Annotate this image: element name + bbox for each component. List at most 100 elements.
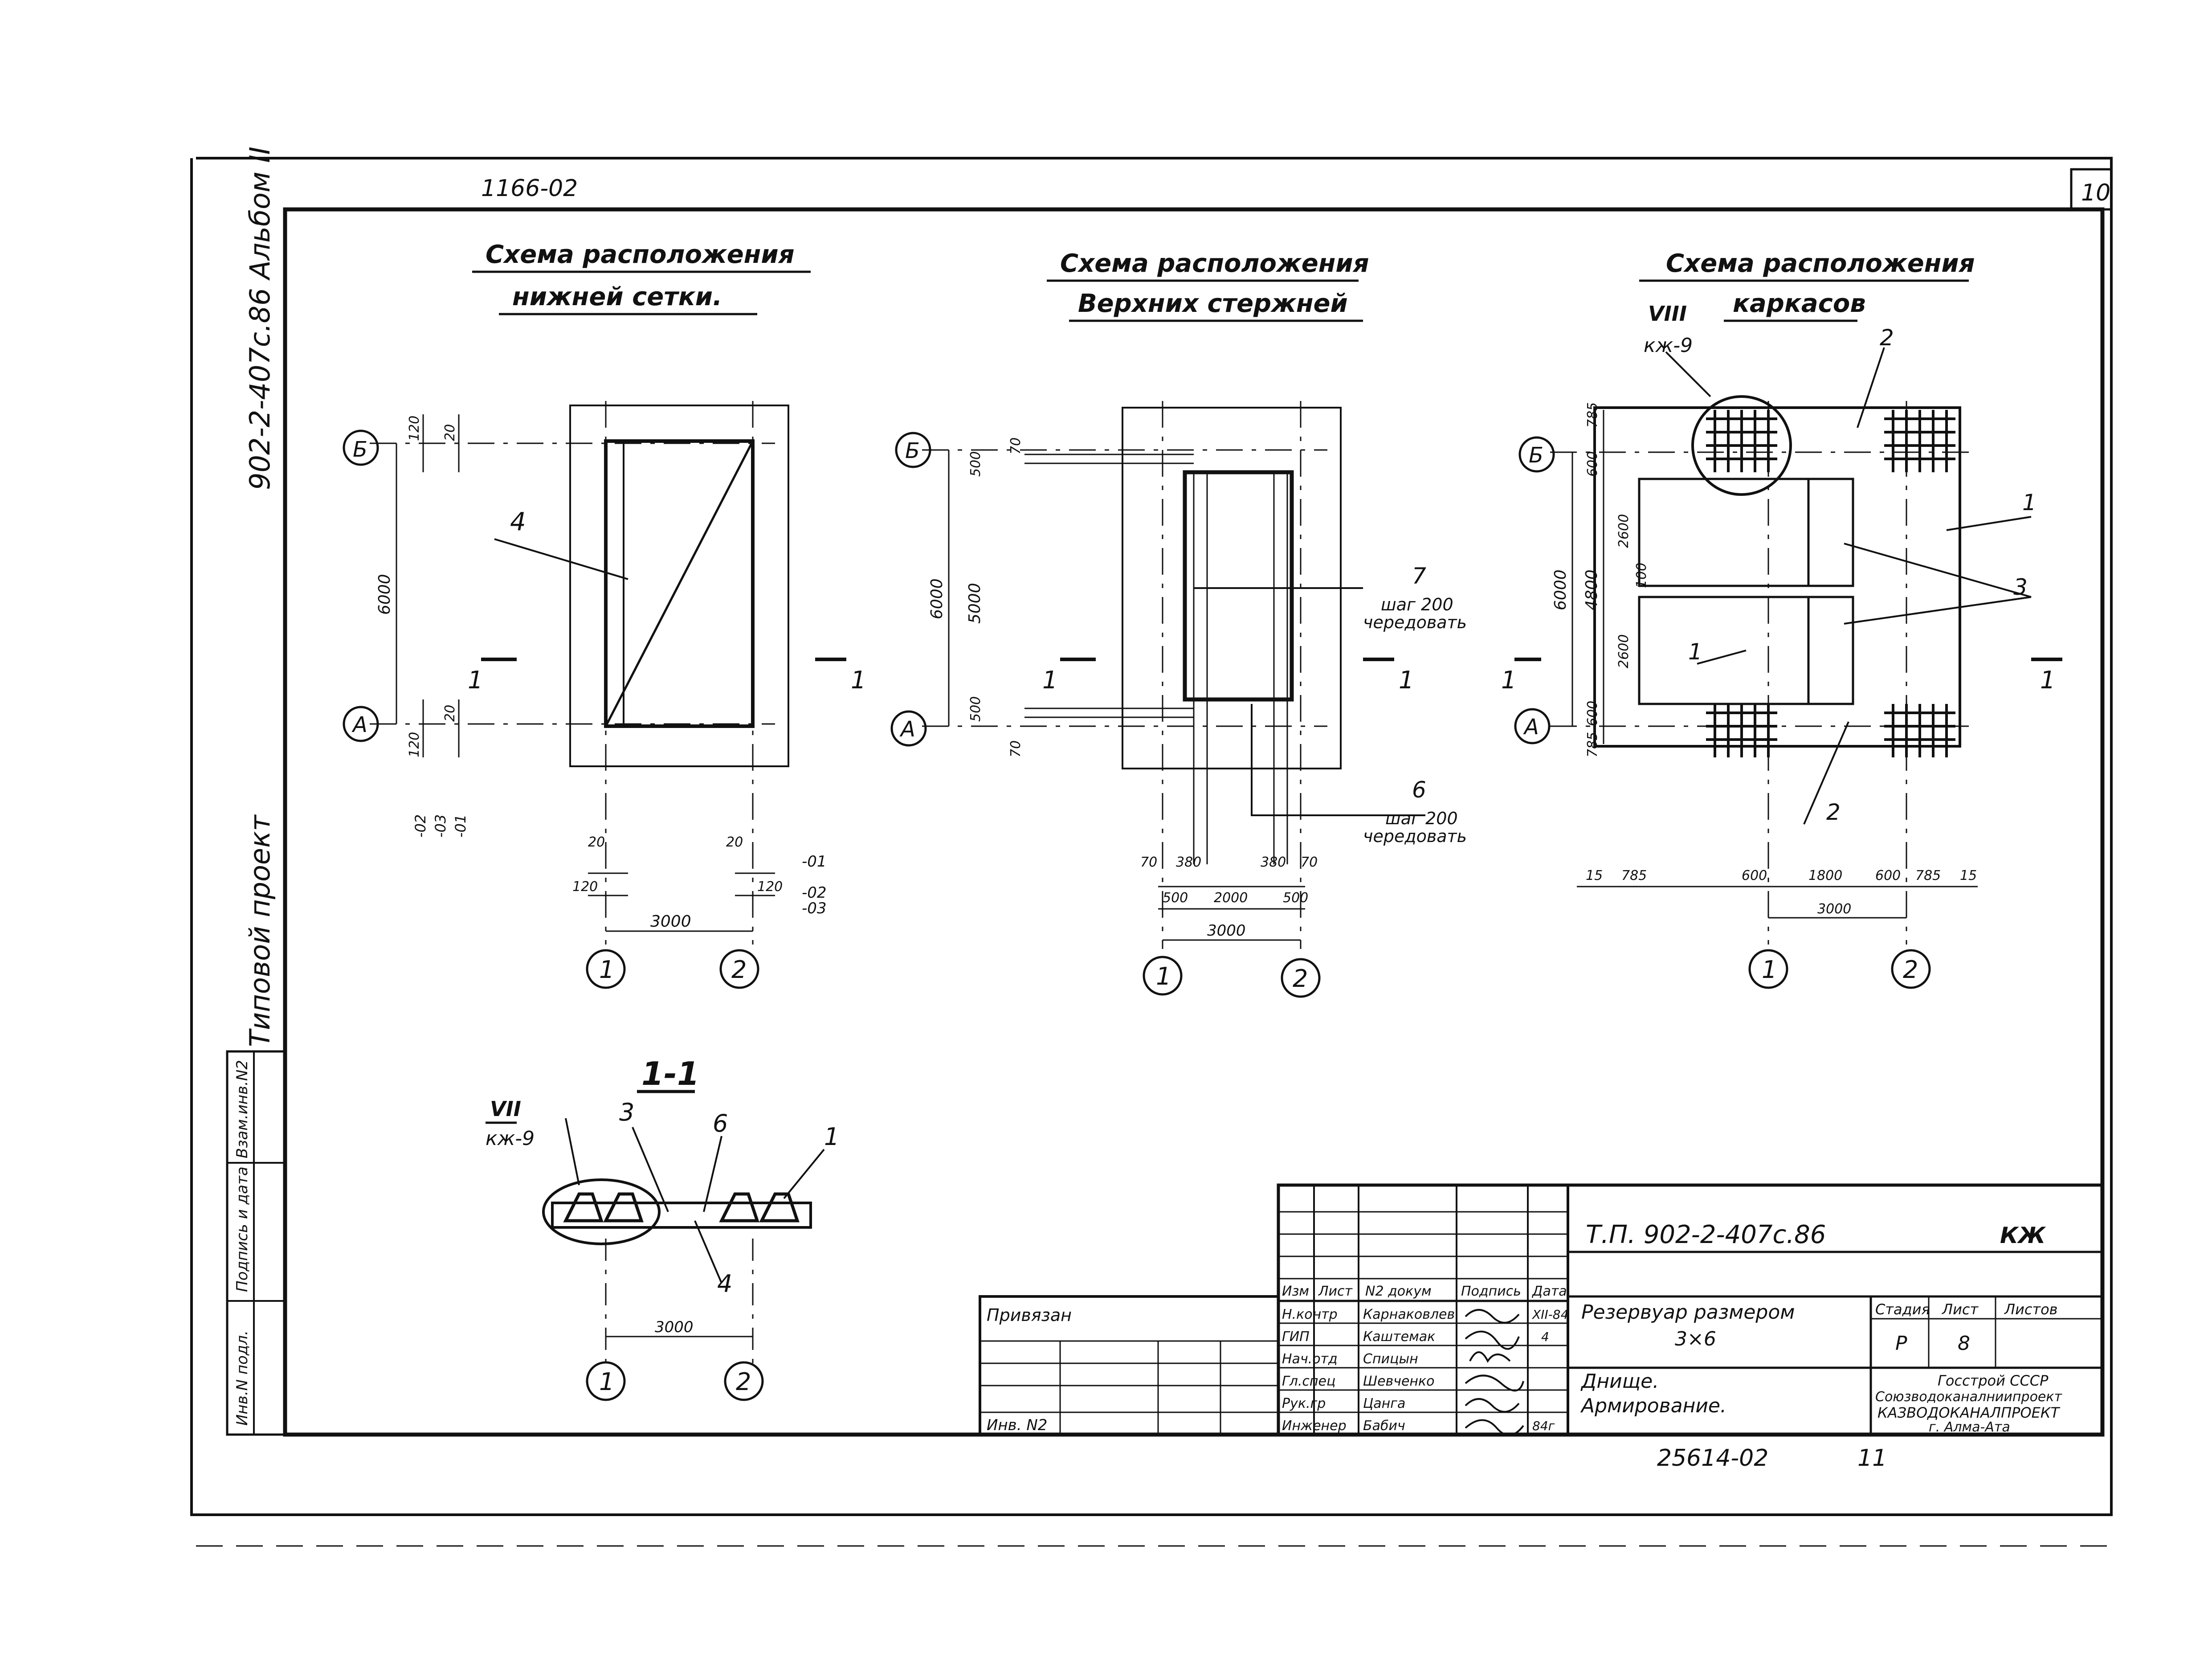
plan1-dim-20-right: 20 (726, 834, 743, 850)
tb-org-line1: Госстрой СССР (1938, 1372, 2049, 1389)
sheet-number: 10 (2081, 180, 2110, 206)
tb-signatures (1465, 1309, 1524, 1436)
plan2-dim-2000: 2000 (1214, 890, 1248, 906)
tb-role-2: ГИП (1282, 1329, 1310, 1345)
plan1-dim-120-right: 120 (757, 879, 783, 895)
plan1-section-right: 1 (851, 666, 866, 694)
plan-upper-bars: Схема расположения Верхних стержней (890, 249, 1425, 998)
plan1-mark-left-2: -03 (432, 814, 449, 838)
plan1-dim-20-bottom: 20 (442, 705, 458, 722)
plan3-axis-b: Б (1529, 443, 1543, 468)
plan2-label-7: 7 (1412, 563, 1426, 589)
plan3-node-ref: VIII (1648, 302, 1687, 326)
tb-object-line1: Резервуар размером (1581, 1301, 1795, 1324)
plan3-dim-785-top: 785 (1585, 402, 1600, 428)
plan3-label-1-right: 1 (2022, 490, 2037, 515)
tb-inv-no: Инв. N2 (987, 1416, 1047, 1434)
sheet-code-top: 1166-02 (481, 175, 578, 202)
tb-org-line3: КАЗВОДОКАНАЛПРОЕКТ (1877, 1404, 2061, 1421)
side-stamp-cell-1: Инв.N подл. (233, 1330, 251, 1426)
plan3-node-sheet: кж-9 (1644, 334, 1693, 357)
plan3-dim-2600-top: 2600 (1616, 514, 1632, 548)
plan2-label-6-step: шаг 200 (1385, 809, 1458, 828)
side-type-label: Типовой проект (244, 814, 276, 1047)
section-title: 1-1 (641, 1055, 699, 1092)
plan1-mark-right-3: -03 (802, 900, 827, 917)
section-label-1: 1 (824, 1123, 839, 1151)
plan1-mark-left-3: -01 (452, 814, 469, 838)
plan2-dim-500-bottom: 500 (968, 696, 984, 722)
tb-stage-value: Р (1895, 1332, 1907, 1355)
plan3-axis-1: 1 (1762, 956, 1777, 984)
section-1-1 (486, 1090, 825, 1401)
section-node-sheet: кж-9 (486, 1127, 535, 1150)
plan2-section-right: 1 (1399, 666, 1414, 694)
tb-name-1: Карнаковлев (1363, 1307, 1455, 1322)
tb-sheet-line2: Армирование. (1580, 1394, 1726, 1417)
plan1-axis-a: А (351, 712, 367, 737)
plan2-dim-70-right: 70 (1301, 855, 1318, 870)
plan3-label-2-top: 2 (1880, 325, 1894, 351)
tb-date-2: 4 (1541, 1329, 1549, 1344)
plan3-axis-2: 2 (1903, 956, 1918, 984)
plan3-section-right: 1 (2040, 666, 2055, 694)
side-stamp-cell-2: Подпись и дата (233, 1166, 251, 1292)
plan3-dim-3000: 3000 (1817, 901, 1851, 917)
section-node-ref: VII (490, 1097, 521, 1121)
tb-doc-code: Т.П. 902-2-407с.86 (1586, 1220, 1826, 1249)
plan3-dim-600-left: 600 (1742, 868, 1767, 883)
plan2-dim-500-left: 500 (1163, 890, 1188, 906)
plan2-axis-1: 1 (1156, 962, 1171, 990)
plan3-dim-785-left: 785 (1621, 868, 1647, 883)
plan3-dim-1800: 1800 (1808, 868, 1842, 883)
plan3-dim-600-right: 600 (1875, 868, 1901, 883)
plan3-label-1-left: 1 (1688, 639, 1702, 665)
tb-name-6: Бабич (1363, 1418, 1405, 1434)
plan2-dim-70-top: 70 (1008, 438, 1024, 454)
plan2-label-6: 6 (1412, 777, 1426, 803)
plan1-dim-120-bottom: 120 (407, 732, 422, 757)
tb-name-2: Каштемак (1363, 1329, 1435, 1345)
tb-mark: КЖ (2000, 1223, 2046, 1248)
plan2-axis-a: А (899, 717, 915, 742)
tb-org-line2: Союзводоканалниипроект (1875, 1389, 2063, 1405)
tb-header-izm: Изм (1282, 1284, 1309, 1299)
tb-list-value: 8 (1958, 1332, 1970, 1355)
tb-header-doc: N2 докум (1365, 1284, 1432, 1299)
section-dim-3000: 3000 (655, 1318, 694, 1336)
plan1-dim-6000: 6000 (375, 574, 394, 615)
tb-header-sign: Подпись (1461, 1284, 1521, 1299)
side-album-label: 902-2-407c.86 Альбом II (244, 147, 276, 490)
plan1-mark-right-2: -02 (802, 884, 827, 902)
tb-role-1: Н.контр (1282, 1307, 1338, 1322)
plan1-dim-20-left: 20 (588, 834, 605, 850)
plan2-axis-2: 2 (1293, 965, 1308, 993)
plan2-dim-6000: 6000 (928, 578, 946, 619)
tb-role-3: Нач.отд (1282, 1351, 1338, 1367)
side-stamp-cell-3: Взам.инв.N2 (233, 1060, 251, 1158)
tb-date-1: XII-84 (1531, 1307, 1568, 1322)
plan1-axis-2: 2 (731, 956, 747, 984)
side-stamp (226, 1050, 286, 1436)
plan3-dim-2600-bottom: 2600 (1616, 634, 1632, 668)
tb-name-3: Спицын (1363, 1351, 1418, 1367)
plan1-dim-120-top: 120 (407, 416, 422, 441)
sheet-frame (190, 157, 2120, 1547)
tb-privyazan: Привязан (987, 1305, 1072, 1325)
plan3-dim-785-bottom: 785 (1585, 732, 1600, 757)
tb-sheet-line1: Днище. (1580, 1370, 1659, 1393)
plan3-section-left: 1 (1501, 666, 1516, 694)
plan1-title-line1: Схема расположения (486, 240, 795, 269)
tb-lists-header: Листов (2004, 1301, 2058, 1318)
plan1-axis-1: 1 (599, 956, 614, 984)
plan3-title-line2: каркасов (1733, 289, 1866, 318)
plan3-label-3: 3 (2013, 574, 2028, 600)
plan2-title-line1: Схема расположения (1060, 249, 1369, 278)
tb-role-6: Инженер (1282, 1418, 1347, 1434)
plan3-axis-a: А (1523, 715, 1539, 740)
plan2-label-7-note: чередовать (1363, 613, 1467, 632)
plan3-dim-15-left: 15 (1586, 868, 1603, 883)
plan2-dim-70-bottom: 70 (1008, 740, 1024, 757)
plan1-label-4: 4 (510, 507, 526, 536)
